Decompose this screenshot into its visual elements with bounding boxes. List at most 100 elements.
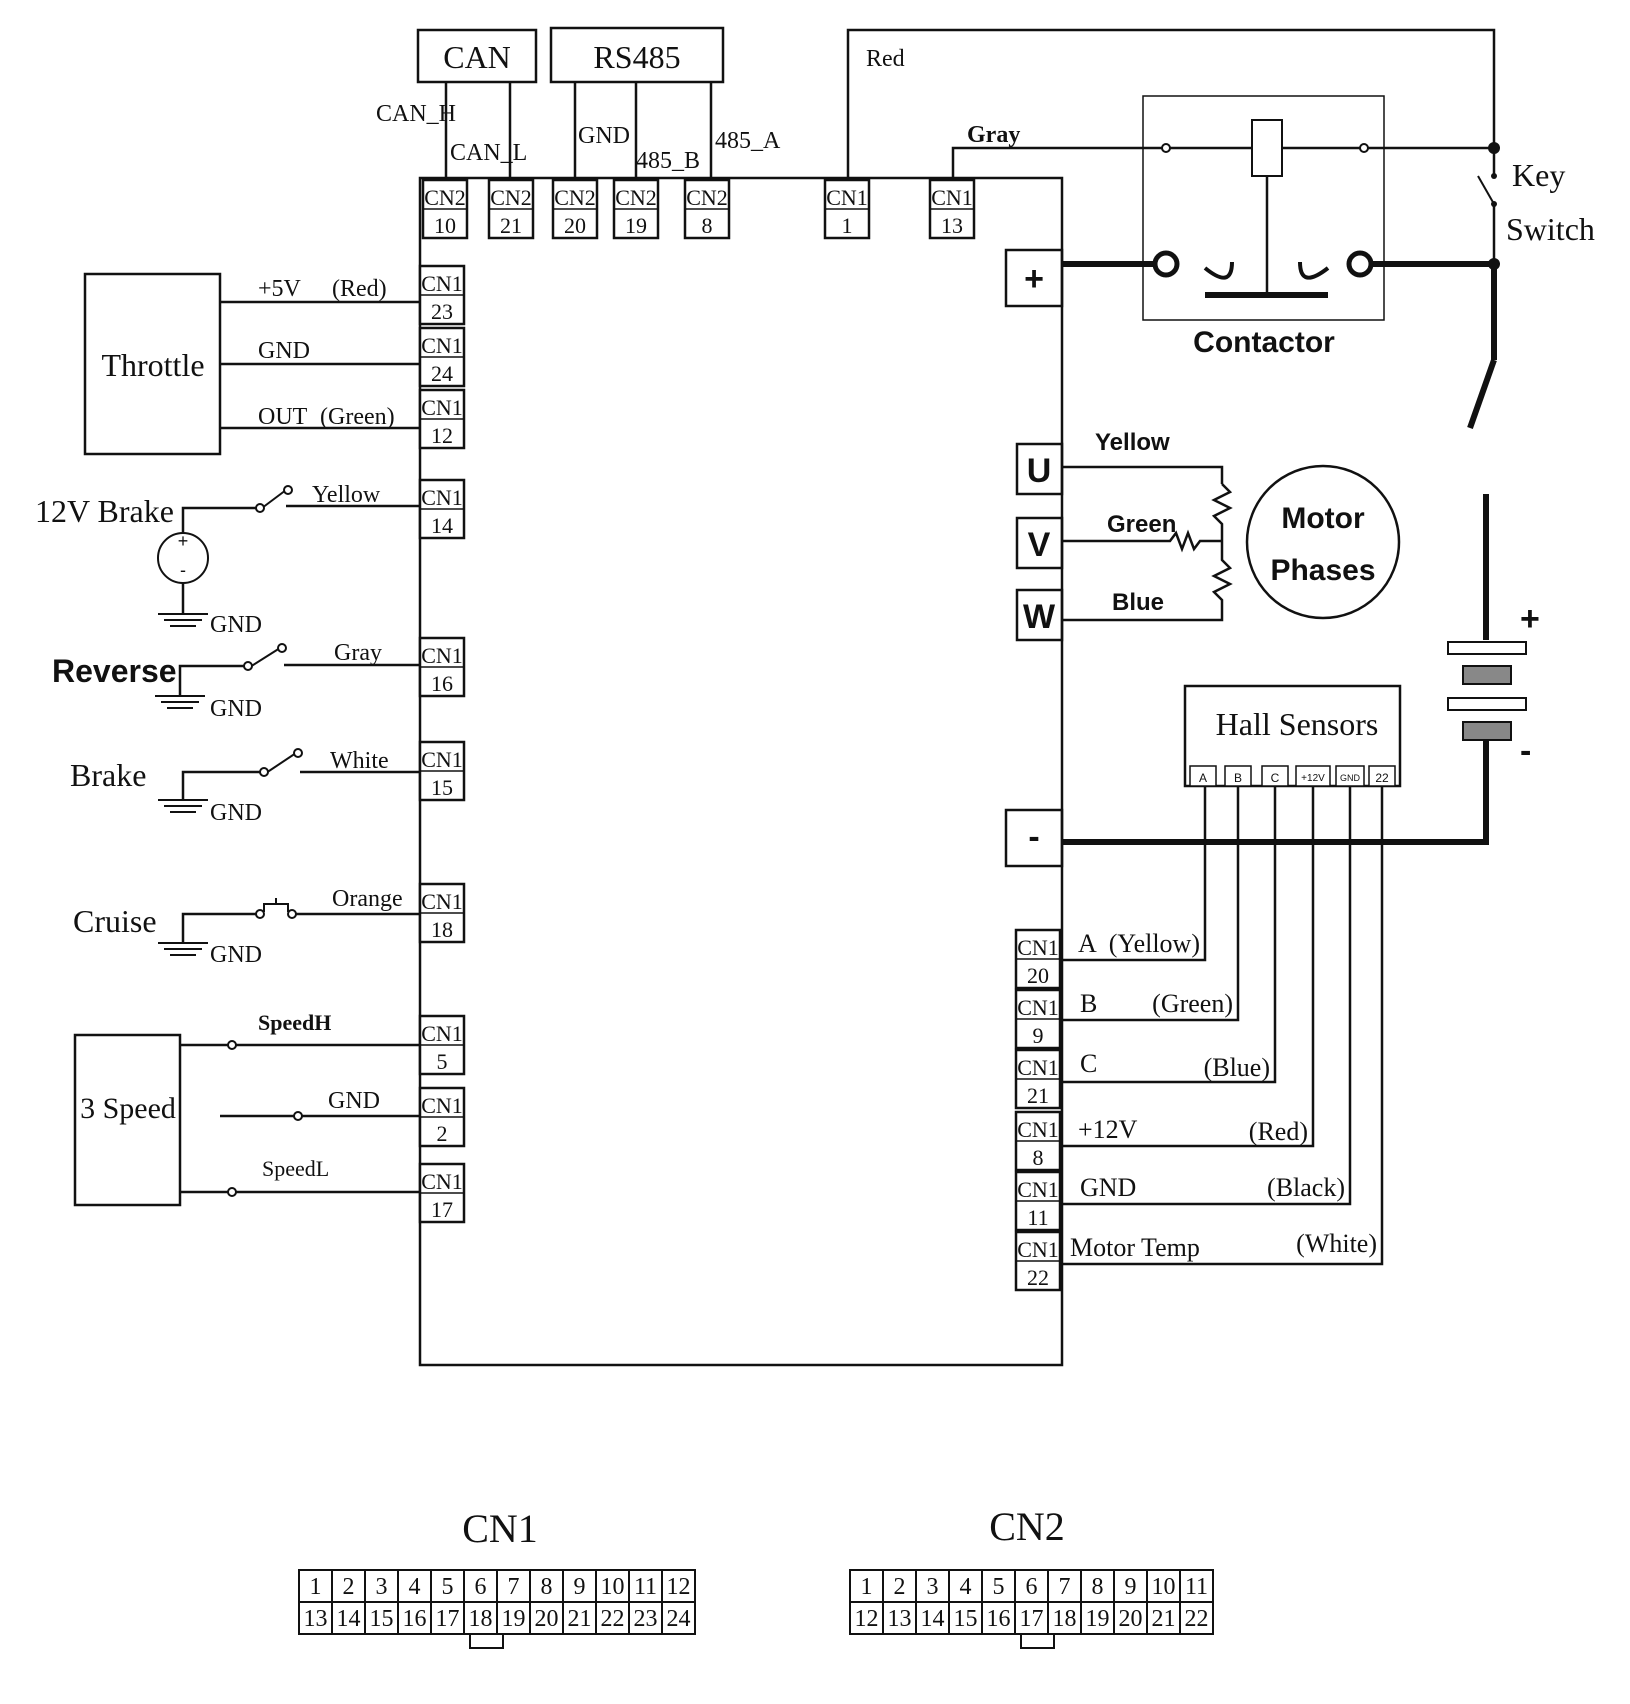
can-h-label: CAN_H — [376, 101, 456, 127]
legend-cn1-pin-13: 13 — [304, 1606, 328, 1632]
legend-cn2-cell — [1113, 1601, 1148, 1635]
hall-pin-12v: +12V — [1301, 773, 1325, 784]
legend-cn1-pin-16: 16 — [403, 1606, 427, 1632]
svg-text:8: 8 — [702, 213, 713, 238]
legend-cn2-pin-20: 20 — [1119, 1606, 1143, 1632]
cruise-wire-label: Orange — [332, 886, 403, 912]
hall-signal-c: C — [1080, 1049, 1097, 1078]
legend-cn2-cell — [1014, 1601, 1049, 1635]
key-label: Key — [1512, 157, 1565, 193]
legend-cn2-pin-7: 7 — [1059, 1574, 1071, 1600]
legend-cn2-pin-5: 5 — [993, 1574, 1005, 1600]
legend-cn1-pin-20: 20 — [535, 1606, 559, 1632]
svg-text:CN1: CN1 — [826, 185, 868, 210]
legend-cn2-pin-1: 1 — [861, 1574, 873, 1600]
svg-text:13: 13 — [941, 213, 963, 238]
legend-cn1-pin-17: 17 — [436, 1606, 460, 1632]
phase-w-label: W — [1023, 598, 1056, 636]
legend-cn1-pin-22: 22 — [601, 1606, 625, 1632]
legend-cn2-cell — [1080, 1601, 1115, 1635]
legend-cn1-cell — [430, 1601, 465, 1635]
svg-text:17: 17 — [431, 1197, 453, 1222]
legend-cn2-pin-16: 16 — [987, 1606, 1011, 1632]
legend-cn1-pin-24: 24 — [667, 1606, 691, 1632]
svg-text:21: 21 — [500, 213, 522, 238]
legend-cn1-pin-19: 19 — [502, 1606, 526, 1632]
svg-text:CN1: CN1 — [1017, 995, 1059, 1020]
legend-cn2-pin-2: 2 — [894, 1574, 906, 1600]
controller-body — [418, 176, 1064, 1367]
legend-cn1-cell — [397, 1569, 432, 1603]
can-l-label: CAN_L — [450, 140, 527, 166]
throttle-gnd-label: GND — [258, 338, 310, 364]
hall-signal-temp: Motor Temp — [1070, 1233, 1200, 1262]
throttle-5v-label: +5V — [258, 276, 302, 302]
485-a-label: 485_A — [715, 128, 781, 154]
svg-text:CN1: CN1 — [421, 271, 463, 296]
svg-text:CN1: CN1 — [1017, 1055, 1059, 1080]
legend-cn2-pin-10: 10 — [1152, 1574, 1176, 1600]
gnd-485-label: GND — [578, 123, 630, 149]
legend-cn1-pin-6: 6 — [475, 1574, 487, 1600]
phase-yellow-label: Yellow — [1095, 429, 1170, 456]
legend-cn2-cell — [981, 1601, 1016, 1635]
legend-cn2-pin-14: 14 — [921, 1606, 945, 1632]
hall-pin-gnd: GND — [1340, 773, 1361, 783]
brake-gnd-label: GND — [210, 800, 262, 826]
gray-wire-label: Gray — [967, 122, 1020, 148]
speed-gnd-label: GND — [328, 1088, 380, 1114]
reverse-gnd-label: GND — [210, 696, 262, 722]
legend-cn2-pin-3: 3 — [927, 1574, 939, 1600]
legend-cn1-pin-9: 9 — [574, 1574, 586, 1600]
svg-text:23: 23 — [431, 299, 453, 324]
legend-cn1-pin-5: 5 — [442, 1574, 454, 1600]
legend-cn2-pin-22: 22 — [1185, 1606, 1209, 1632]
svg-text:24: 24 — [431, 361, 453, 386]
svg-text:2: 2 — [437, 1121, 448, 1146]
legend-cn2-cell — [948, 1569, 983, 1603]
brake12v-minus: - — [180, 560, 186, 580]
hall-signal-a-color: (Yellow) — [1109, 929, 1200, 958]
legend-cn1-cell — [364, 1601, 399, 1635]
throttle-green-label: (Green) — [320, 404, 395, 430]
speedl-label: SpeedL — [262, 1156, 329, 1181]
legend-cn2-cell — [1146, 1601, 1181, 1635]
legend-cn2-cell — [1146, 1569, 1181, 1603]
hall-pin-a: A — [1199, 771, 1207, 785]
legend-cn2-latch — [1020, 1633, 1055, 1649]
phase-u-label: U — [1027, 452, 1052, 490]
legend-cn2-cell — [948, 1601, 983, 1635]
speed3-label: 3 Speed — [80, 1092, 176, 1125]
legend-cn2-cell — [1080, 1569, 1115, 1603]
legend-cn1-pin-4: 4 — [409, 1574, 421, 1600]
legend-cn1-pin-12: 12 — [667, 1574, 691, 1600]
legend-cn1-pin-7: 7 — [508, 1574, 520, 1600]
svg-text:20: 20 — [1027, 963, 1049, 988]
switch-label: Switch — [1506, 211, 1595, 247]
rs485-label: RS485 — [593, 39, 680, 75]
hall-pin-c: C — [1271, 771, 1280, 785]
hall-signal-12v-color: (Red) — [1249, 1117, 1308, 1146]
red-wire-label: Red — [866, 46, 905, 72]
svg-text:CN2: CN2 — [424, 185, 466, 210]
legend-cn1-pin-23: 23 — [634, 1606, 658, 1632]
hall-sensors-title: Hall Sensors — [1216, 706, 1379, 742]
speedh-label: SpeedH — [258, 1010, 331, 1035]
legend-cn2-pin-8: 8 — [1092, 1574, 1104, 1600]
svg-text:CN1: CN1 — [421, 485, 463, 510]
